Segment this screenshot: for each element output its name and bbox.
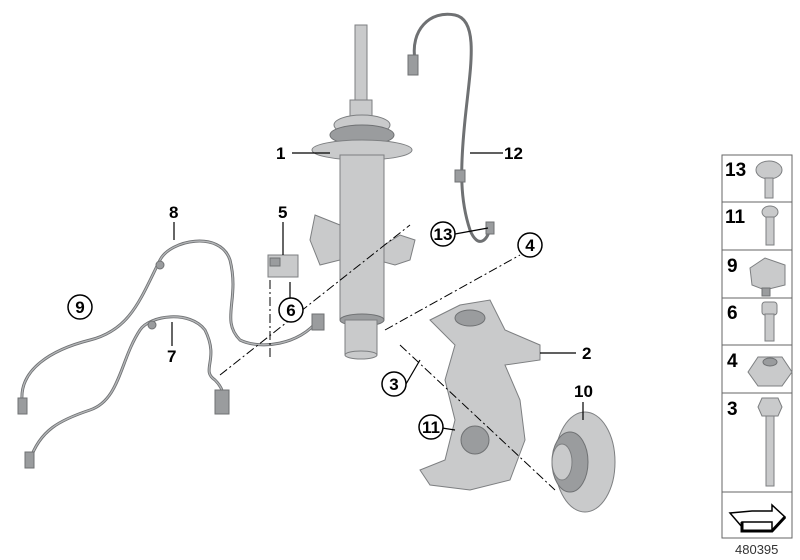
panel-label-4: 4 <box>727 351 738 372</box>
bracket-part <box>267 254 299 278</box>
callout-7: 7 <box>167 347 176 366</box>
callout-12: 12 <box>504 144 523 163</box>
callout-4: 4 <box>525 236 535 255</box>
callout-5: 5 <box>278 203 287 222</box>
leader-lines <box>171 152 584 491</box>
wheel-hub <box>551 411 616 513</box>
callout-11: 11 <box>422 418 440 437</box>
panel-label-11: 11 <box>725 207 746 228</box>
abs-sensor-wire <box>407 12 495 243</box>
arrow-symbol-icon <box>728 503 787 533</box>
callout-2: 2 <box>582 344 591 363</box>
panel-label-9: 9 <box>727 256 738 277</box>
callout-6: 6 <box>286 301 295 320</box>
callouts: 1 12 5 8 7 2 10 13 4 9 6 3 11 <box>67 144 593 440</box>
callout-8: 8 <box>169 203 178 222</box>
callout-9: 9 <box>75 298 84 317</box>
clip-9-image <box>749 257 786 297</box>
callout-10: 10 <box>574 382 593 401</box>
callout-1: 1 <box>276 144 285 163</box>
bolt-3-image <box>757 397 783 487</box>
nut-4-image <box>747 356 793 387</box>
diagram-number: 480395 <box>735 542 779 557</box>
callout-3: 3 <box>389 375 398 394</box>
callout-13: 13 <box>434 225 453 244</box>
panel-label-6: 6 <box>727 303 738 324</box>
steering-knuckle <box>419 299 541 491</box>
bolt-13-image <box>755 160 783 199</box>
parts-panel: 13 11 9 6 4 3 <box>721 154 793 539</box>
screw-6-image <box>761 301 778 342</box>
strut-assembly <box>309 24 416 360</box>
panel-label-13: 13 <box>725 160 746 181</box>
panel-label-3: 3 <box>727 399 738 420</box>
brake-wear-wires <box>17 239 325 469</box>
bolt-11-image <box>761 205 779 246</box>
